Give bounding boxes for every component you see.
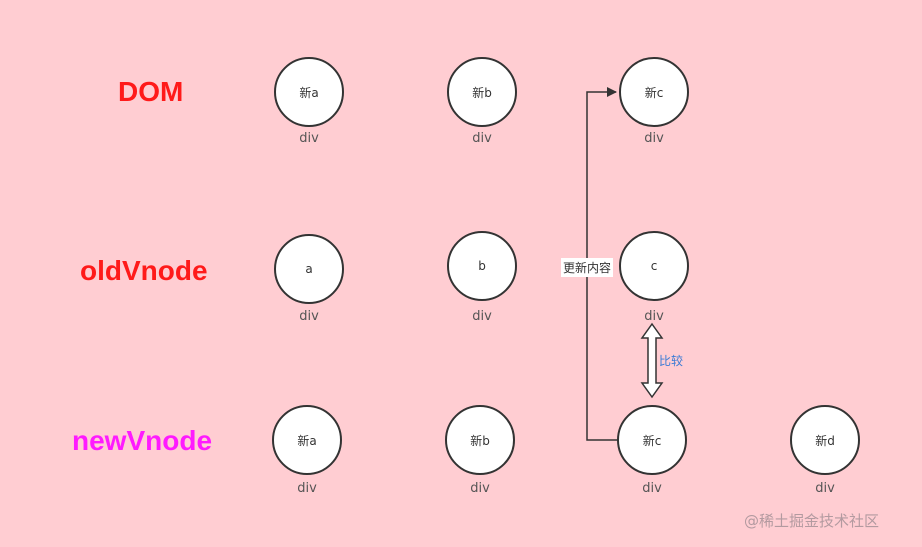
new-node-a-tag: div xyxy=(297,481,317,496)
row-label-dom: DOM xyxy=(118,76,184,107)
dom-node-c: 新c xyxy=(619,57,689,127)
row-label-oldvnode: oldVnode xyxy=(80,255,208,286)
new-node-c: 新c xyxy=(617,405,687,475)
dom-node-b-tag: div xyxy=(472,131,492,146)
new-node-d: 新d xyxy=(790,405,860,475)
old-node-b: b xyxy=(447,231,517,301)
old-node-a: a xyxy=(274,234,344,304)
old-node-c: c xyxy=(619,231,689,301)
new-node-d-tag: div xyxy=(815,481,835,496)
dom-node-c-tag: div xyxy=(644,131,664,146)
new-node-b-tag: div xyxy=(470,481,490,496)
compare-double-arrow xyxy=(640,322,664,399)
dom-node-a: 新a xyxy=(274,57,344,127)
row-label-newvnode: newVnode xyxy=(72,425,213,456)
new-node-a: 新a xyxy=(272,405,342,475)
compare-label: 比较 xyxy=(659,354,684,368)
update-content-label: 更新内容 xyxy=(561,258,614,277)
old-node-b-tag: div xyxy=(472,309,492,324)
new-node-c-tag: div xyxy=(642,481,662,496)
dom-node-a-tag: div xyxy=(299,131,319,146)
watermark: @稀土掘金技术社区 xyxy=(744,512,880,530)
new-node-b: 新b xyxy=(445,405,515,475)
dom-node-b: 新b xyxy=(447,57,517,127)
old-node-a-tag: div xyxy=(299,309,319,324)
old-node-c-tag: div xyxy=(644,309,664,324)
